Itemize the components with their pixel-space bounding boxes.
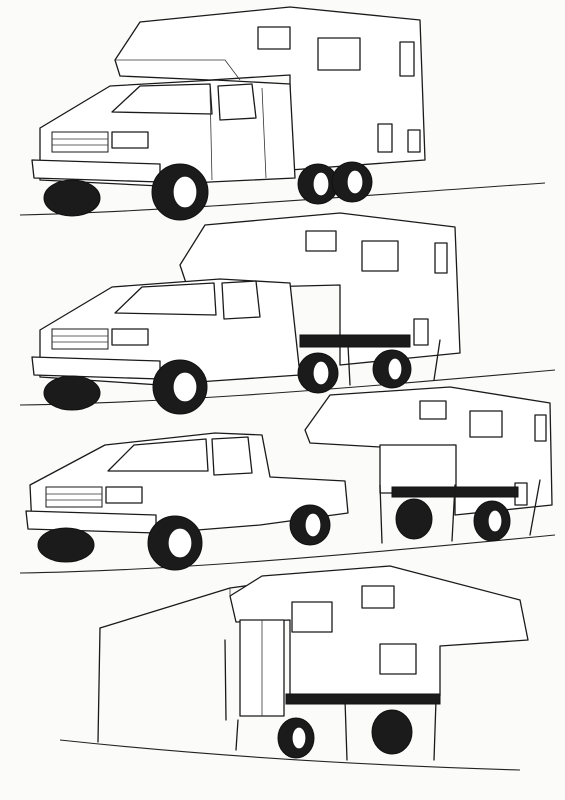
wheel-hub <box>172 175 198 209</box>
wheel-hub <box>172 371 198 403</box>
wheel-hub <box>312 360 330 386</box>
windshield <box>111 83 213 115</box>
headlight <box>105 486 143 504</box>
camper-window <box>534 414 547 442</box>
scene-camper-on-tandem-truck <box>19 6 546 221</box>
grille <box>45 486 103 508</box>
jack-leg <box>433 339 441 381</box>
wheel-hub <box>487 509 503 533</box>
windshield <box>107 438 209 472</box>
ground-line <box>19 534 556 574</box>
trailer-tire <box>371 709 413 755</box>
trailer-tire <box>395 498 433 540</box>
camper-window <box>469 410 503 438</box>
front-left-tire <box>37 527 95 563</box>
jack-leg <box>379 484 383 544</box>
scene-truck-detached <box>19 386 556 574</box>
camper-window <box>291 601 333 633</box>
side-window <box>211 436 253 476</box>
grille <box>51 131 109 153</box>
wheel-hub <box>167 527 193 559</box>
jack-leg <box>347 344 351 386</box>
ground-line <box>59 739 521 771</box>
front-left-tire <box>43 179 101 217</box>
camper-hatch <box>377 123 393 153</box>
wheel-hub <box>387 357 403 381</box>
wheel-hub <box>346 169 364 195</box>
camper-window <box>434 242 448 274</box>
jack-leg <box>451 484 456 542</box>
camper-window <box>257 26 291 50</box>
camper-hatch <box>407 129 421 153</box>
front-left-tire <box>43 375 101 411</box>
camper-door-frame <box>379 444 457 494</box>
camper-window <box>305 230 337 252</box>
camper-window <box>361 585 395 609</box>
chassis-frame <box>299 334 411 348</box>
jack-leg <box>344 699 348 761</box>
camper-window <box>361 240 399 272</box>
wheel-hub <box>304 512 322 538</box>
entry-step <box>235 719 239 751</box>
jack-leg <box>433 699 437 761</box>
front-bumper <box>31 159 161 183</box>
trailer-frame <box>285 693 441 705</box>
headlight <box>111 328 149 346</box>
side-window <box>217 83 257 121</box>
camper-window <box>317 37 361 71</box>
windshield <box>114 282 217 316</box>
awning-pole <box>97 627 101 743</box>
headlight <box>111 131 149 149</box>
grille <box>51 328 109 350</box>
wheel-hub <box>291 726 307 750</box>
camper-window <box>419 400 447 420</box>
camper-window <box>399 41 415 77</box>
scene-camper-on-jacks <box>19 212 556 415</box>
camper-hatch <box>413 318 429 346</box>
door-post <box>224 639 227 721</box>
jack-leg <box>529 479 541 536</box>
front-bumper <box>25 510 157 534</box>
scene-camper-with-awning <box>59 565 529 771</box>
wheel-hub <box>312 171 330 197</box>
front-bumper <box>31 356 161 380</box>
side-window <box>221 280 261 320</box>
camper-window <box>379 643 417 675</box>
